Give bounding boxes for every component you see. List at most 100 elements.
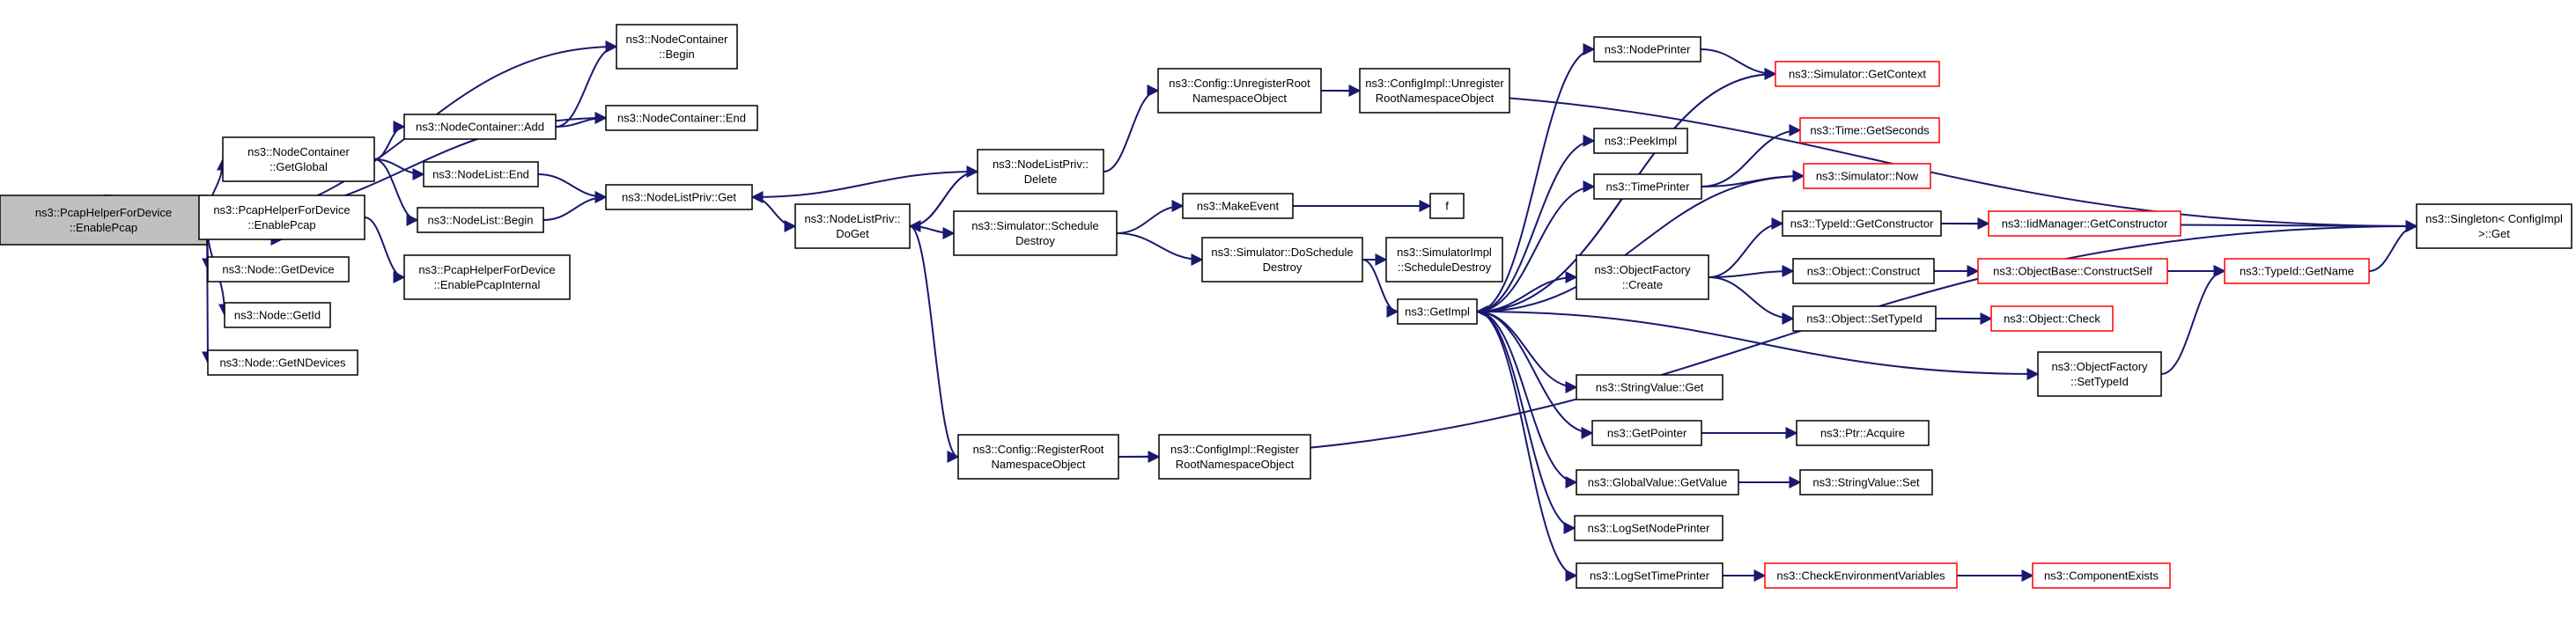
node-simimpl-schedule[interactable]: ns3::SimulatorImpl::ScheduleDestroy — [1385, 237, 1503, 283]
node-nc-end[interactable]: ns3::NodeContainer::End — [605, 105, 758, 131]
node-iidmanager-getconstructor[interactable]: ns3::IidManager::GetConstructor — [1988, 210, 2181, 237]
node-box — [198, 195, 365, 240]
node-logsettimeprinter[interactable]: ns3::LogSetTimePrinter — [1576, 562, 1723, 589]
node-nl-begin[interactable]: ns3::NodeList::Begin — [417, 207, 544, 233]
node-label: f — [1445, 200, 1449, 213]
node-sim-now[interactable]: ns3::Simulator::Now — [1803, 163, 1931, 189]
node-getpointer[interactable]: ns3::GetPointer — [1591, 420, 1702, 446]
node-nc-begin[interactable]: ns3::NodeContainer::Begin — [616, 24, 738, 70]
node-nodeprinter[interactable]: ns3::NodePrinter — [1593, 36, 1701, 62]
edge-nlp-delete-to-nlp-get — [750, 171, 978, 203]
node-nc-getglobal[interactable]: ns3::NodeContainer::GetGlobal — [222, 136, 375, 182]
node-label: ns3::SimulatorImpl — [1397, 246, 1492, 259]
node-label: Destroy — [1263, 261, 1303, 274]
node-objfactory-settypeid[interactable]: ns3::ObjectFactory::SetTypeId — [2037, 351, 2162, 397]
node-node-getndevices[interactable]: ns3::Node::GetNDevices — [207, 349, 358, 376]
node-label: ns3::TimePrinter — [1606, 180, 1691, 194]
edge-line — [1708, 217, 1784, 278]
edge-line — [1103, 84, 1160, 173]
edge-nodeprinter-to-sim-getcontext — [1700, 48, 1777, 80]
node-box — [224, 302, 331, 328]
node-box — [1775, 61, 1940, 87]
node-box — [417, 207, 544, 233]
node-node-getid[interactable]: ns3::Node::GetId — [224, 302, 331, 328]
edge-nlp-get-to-nlp-doget — [751, 196, 797, 232]
edge-nlp-doget-to-cfg-register — [909, 225, 960, 463]
node-timeprinter[interactable]: ns3::TimePrinter — [1593, 173, 1702, 200]
node-objectbase-constructself[interactable]: ns3::ObjectBase::ConstructSelf — [1977, 258, 2168, 284]
node-label: ns3::NodeList::Begin — [428, 214, 534, 227]
node-objfactory-create[interactable]: ns3::ObjectFactory::Create — [1576, 254, 1709, 300]
edge-line — [373, 121, 406, 160]
node-getimpl[interactable]: ns3::GetImpl — [1397, 298, 1478, 325]
node-box — [977, 149, 1104, 195]
edge-line — [364, 217, 406, 283]
node-label: ns3::NodeListPriv::Get — [622, 191, 736, 204]
node-label: ns3::NodeContainer — [626, 33, 728, 46]
node-ptr-acquire[interactable]: ns3::Ptr::Acquire — [1796, 420, 1930, 446]
node-sim-getcontext[interactable]: ns3::Simulator::GetContext — [1775, 61, 1940, 87]
node-nl-end[interactable]: ns3::NodeList::End — [423, 161, 539, 187]
edge-line — [1700, 48, 1777, 80]
node-stringvalue-get[interactable]: ns3::StringValue::Get — [1576, 374, 1723, 400]
edge-line — [1476, 43, 1596, 312]
node-box — [1792, 258, 1935, 284]
node-label: NamespaceObject — [992, 458, 1086, 471]
node-sim-schedule-destroy[interactable]: ns3::Simulator::ScheduleDestroy — [953, 210, 1118, 256]
node-label: ns3::StringValue::Set — [1812, 476, 1920, 489]
node-label: ns3::Simulator::Schedule — [971, 219, 1099, 232]
node-nlp-get[interactable]: ns3::NodeListPriv::Get — [605, 184, 753, 210]
node-makeevent[interactable]: ns3::MakeEvent — [1182, 193, 1294, 219]
edge-timeprinter-to-time-getseconds — [1701, 124, 1802, 187]
node-stringvalue-set[interactable]: ns3::StringValue::Set — [1799, 469, 1933, 496]
node-box — [1576, 562, 1723, 589]
edge-nlp-delete-to-nlp-doget — [908, 171, 978, 232]
node-typeid-getname[interactable]: ns3::TypeId::GetName — [2224, 258, 2370, 284]
node-label: ns3::GetImpl — [1405, 305, 1470, 319]
node-box — [1385, 237, 1503, 283]
node-box — [2224, 258, 2370, 284]
node-object-check[interactable]: ns3::Object::Check — [1990, 305, 2114, 332]
edge-objfactory-settypeid-to-typeid-getname — [2160, 265, 2226, 375]
node-nc-add[interactable]: ns3::NodeContainer::Add — [403, 114, 557, 140]
node-globalvalue-getvalue[interactable]: ns3::GlobalValue::GetValue — [1576, 469, 1739, 496]
node-php-internal[interactable]: ns3::PcapHelperForDevice::EnablePcapInte… — [403, 254, 571, 300]
node-checkenvvars[interactable]: ns3::CheckEnvironmentVariables — [1764, 562, 1958, 589]
node-object-settypeid[interactable]: ns3::Object::SetTypeId — [1792, 305, 1937, 332]
node-label: ::EnablePcap — [247, 218, 315, 231]
node-peekimpl[interactable]: ns3::PeekImpl — [1593, 128, 1688, 154]
edge-line — [1476, 311, 1578, 582]
node-label: ::SetTypeId — [2070, 375, 2129, 388]
node-label: ns3::ConfigImpl::Register — [1170, 443, 1300, 456]
node-label: ns3::Simulator::GetContext — [1789, 68, 1926, 81]
node-typeid-getconstructor[interactable]: ns3::TypeId::GetConstructor — [1782, 210, 1942, 237]
node-box — [207, 349, 358, 376]
node-node-getdevice[interactable]: ns3::Node::GetDevice — [207, 256, 350, 283]
node-object-construct[interactable]: ns3::Object::Construct — [1792, 258, 1935, 284]
node-label: ns3::GlobalValue::GetValue — [1588, 476, 1728, 489]
edge-line — [373, 158, 425, 180]
node-cfgimpl-register[interactable]: ns3::ConfigImpl::RegisterRootNamespaceOb… — [1158, 434, 1311, 480]
node-logsetnodeprinter[interactable]: ns3::LogSetNodePrinter — [1574, 515, 1723, 541]
node-label: ns3::ComponentExists — [2044, 569, 2159, 583]
node-cfg-unregister[interactable]: ns3::Config::UnregisterRootNamespaceObje… — [1157, 68, 1322, 114]
node-box — [1799, 469, 1933, 496]
node-root[interactable]: ns3::PcapHelperForDevice::EnablePcap — [0, 195, 208, 246]
node-nlp-doget[interactable]: ns3::NodeListPriv::DoGet — [794, 203, 911, 249]
node-nlp-delete[interactable]: ns3::NodeListPriv::Delete — [977, 149, 1104, 195]
node-box — [1201, 237, 1363, 283]
node-cfgimpl-unregister[interactable]: ns3::ConfigImpl::UnregisterRootNamespace… — [1359, 68, 1510, 114]
node-box — [1593, 36, 1701, 62]
node-box — [207, 256, 350, 283]
node-singleton-get[interactable]: ns3::Singleton< ConfigImpl>::Get — [2416, 203, 2572, 249]
node-time-getseconds[interactable]: ns3::Time::GetSeconds — [1799, 117, 1940, 143]
node-php-enablepcap[interactable]: ns3::PcapHelperForDevice::EnablePcap — [198, 195, 365, 240]
node-box — [1574, 515, 1723, 541]
edge-line — [1708, 276, 1795, 325]
node-f[interactable]: f — [1429, 193, 1465, 219]
node-componentexists[interactable]: ns3::ComponentExists — [2032, 562, 2171, 589]
edge-line — [1476, 311, 1594, 439]
edge-line — [1116, 232, 1204, 266]
